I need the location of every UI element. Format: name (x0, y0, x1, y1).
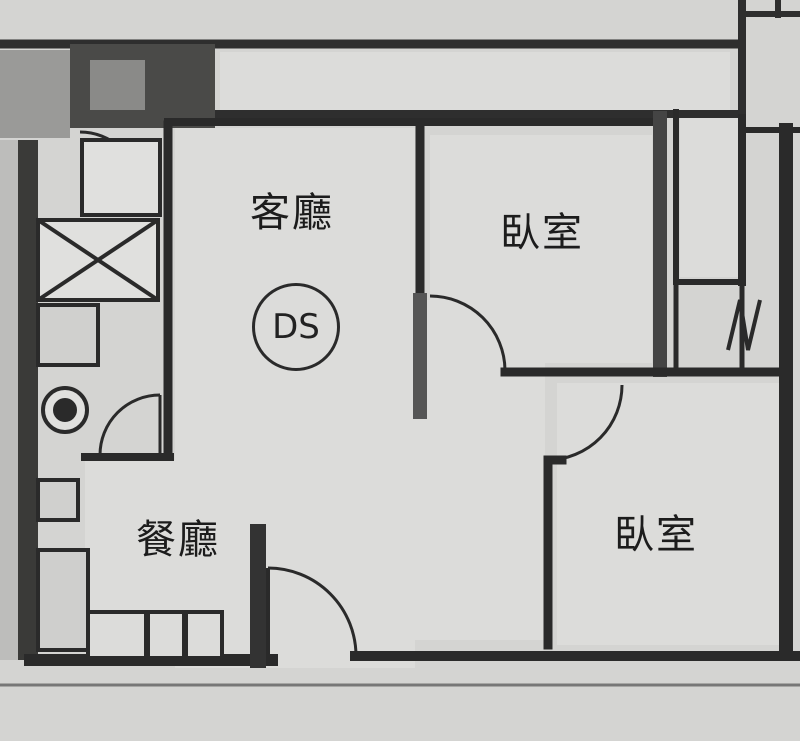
left-fixtures (36, 138, 162, 652)
left-core (0, 44, 215, 660)
label-living-room: 客廳 (250, 190, 334, 236)
room-fills (85, 52, 779, 668)
dining-cabinets (86, 610, 224, 660)
ds-stamp: DS (252, 283, 340, 371)
main-walls (0, 109, 800, 687)
label-dining-room: 餐廳 (136, 517, 220, 563)
label-bedroom-top: 臥室 (500, 210, 584, 256)
label-bedroom-bottom: 臥室 (614, 512, 698, 558)
wardrobe-marks (726, 299, 762, 351)
